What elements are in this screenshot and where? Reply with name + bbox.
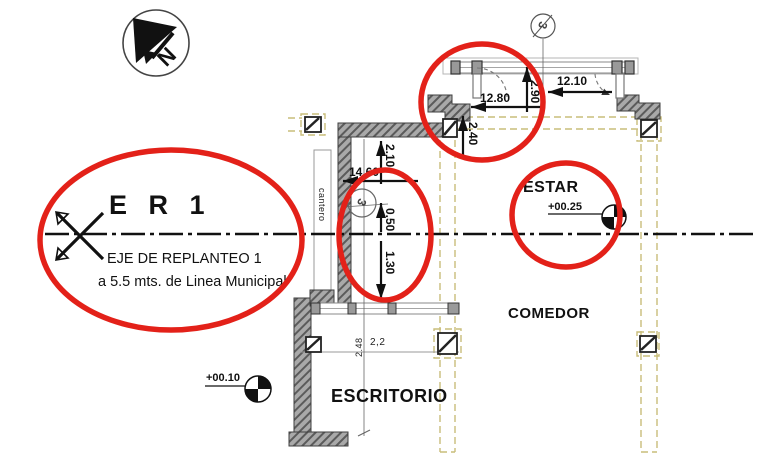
er1-annotation: E R 1 EJE DE REPLANTEO 1 a 5.5 mts. de L… (55, 190, 287, 290)
wall-escritorio-left (293, 297, 312, 435)
dim-12-10: 12.10 (557, 74, 587, 88)
column-marker (304, 116, 322, 133)
dim-2-40: 2.40 (466, 122, 480, 146)
er1-note-line1: EJE DE REPLANTEO 1 (107, 251, 262, 267)
er1-note-line2: a 5.5 mts. de Linea Municipal (98, 274, 287, 290)
window-top (442, 57, 639, 99)
column-markers (304, 116, 658, 355)
north-arrow-icon: N (122, 9, 190, 77)
level-marker-exterior: +00.10 (205, 372, 272, 403)
column-marker (437, 332, 458, 355)
highlight-axis-offset (336, 167, 434, 303)
column-marker (442, 118, 458, 138)
door-swing-right (594, 73, 611, 96)
dim-0-50: 0.50 (383, 208, 397, 232)
red-highlight-annotations (37, 41, 623, 333)
level-target-icon (244, 375, 272, 403)
level-value-exterior: +00.10 (206, 372, 240, 384)
door-swing-left (476, 67, 508, 99)
er1-title: E R 1 (109, 190, 212, 220)
room-label-escritorio: ESCRITORIO (331, 386, 448, 406)
room-label-estar: ESTAR (523, 179, 579, 196)
planter: cantero (313, 149, 332, 293)
highlight-er1 (37, 147, 305, 333)
dim-12-80: 12.80 (480, 91, 510, 105)
dim-2-10: 2.10 (383, 144, 397, 168)
wall-step-left (427, 94, 471, 122)
dimensions (343, 67, 612, 299)
door-jamb-right (615, 73, 625, 99)
axis-bubble-top: 3 (530, 13, 556, 39)
dim-2-48: 2.48 (354, 337, 364, 357)
room-label-comedor: COMEDOR (508, 305, 590, 322)
planter-label: cantero (317, 188, 327, 222)
dim-2-2: 2,2 (370, 337, 385, 348)
axis-cross-marker (55, 211, 105, 261)
column-marker (639, 335, 657, 353)
projection-guides (288, 113, 662, 453)
highlight-top-corner (418, 41, 546, 163)
wall-step-right (616, 94, 661, 120)
axis-bubble-top-label: 3 (535, 20, 551, 31)
column-marker (640, 119, 658, 138)
axis-bubble-mid-label: 3 (354, 197, 370, 208)
wall-escritorio-foot (288, 431, 349, 447)
highlight-estar (509, 160, 623, 270)
column-marker (305, 336, 322, 353)
window-escritorio (300, 302, 460, 353)
dim-1-30: 1.30 (383, 251, 397, 275)
level-value-estar: +00.25 (548, 201, 582, 213)
door-jamb-left (472, 73, 482, 99)
